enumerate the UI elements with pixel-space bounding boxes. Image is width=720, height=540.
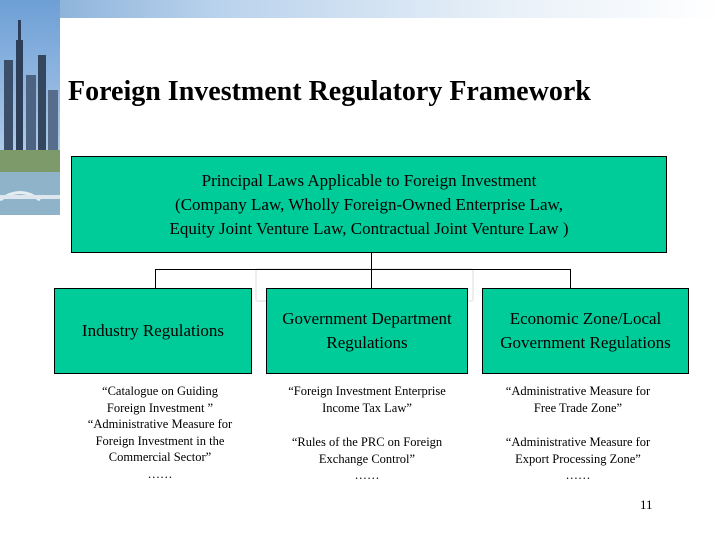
principal-laws-line: Principal Laws Applicable to Foreign Inv… <box>201 170 537 190</box>
example-line: Foreign Investment in the <box>95 433 225 448</box>
principal-laws-line: Equity Joint Venture Law, Contractual Jo… <box>169 218 569 238</box>
example-line: “Rules of the PRC on Foreign <box>291 435 443 449</box>
example-line: Income Tax Law” <box>322 400 412 415</box>
principal-laws-box: Principal Laws Applicable to Foreign Inv… <box>71 156 667 253</box>
example-line: “Catalogue on Guiding <box>102 384 218 398</box>
example-line: “Administrative Measure for <box>505 384 651 398</box>
example-line: “Foreign Investment Enterprise <box>288 384 446 398</box>
slide-title: Foreign Investment Regulatory Framework <box>68 76 591 107</box>
category-label: Industry Regulations <box>81 321 225 340</box>
category-label: Economic Zone/Local <box>509 309 662 328</box>
principal-laws-line: (Company Law, Wholly Foreign-Owned Enter… <box>175 194 563 214</box>
city-skyline-image <box>0 0 60 215</box>
connector-stem <box>371 253 372 269</box>
economic-zone-box: Economic Zone/Local Government Regulatio… <box>482 288 689 374</box>
economic-zone-examples: “Administrative Measure for Free Trade Z… <box>478 383 678 484</box>
example-line: “Administrative Measure for <box>87 417 233 431</box>
industry-examples: “Catalogue on Guiding Foreign Investment… <box>60 383 260 482</box>
page-number: 11 <box>640 497 653 512</box>
connector-horizontal <box>155 269 571 270</box>
example-line: Exchange Control” <box>318 451 416 466</box>
example-spacer <box>266 416 468 434</box>
example-ellipsis: …… <box>354 468 380 482</box>
example-ellipsis: …… <box>147 466 173 481</box>
example-ellipsis: …… <box>565 468 591 482</box>
government-department-box: Government Department Regulations <box>266 288 468 374</box>
example-line: Foreign Investment ” <box>106 400 214 415</box>
connector-right <box>570 269 571 288</box>
example-line: Free Trade Zone” <box>533 400 623 415</box>
example-line: Commercial Sector” <box>108 450 212 464</box>
industry-regulations-box: Industry Regulations <box>54 288 252 374</box>
category-label: Regulations <box>326 333 408 352</box>
example-spacer <box>478 416 678 434</box>
category-label: Government Regulations <box>500 333 671 352</box>
government-examples: “Foreign Investment Enterprise Income Ta… <box>266 383 468 484</box>
example-line: Export Processing Zone” <box>515 451 641 466</box>
category-label: Government Department <box>282 309 452 328</box>
header-band <box>0 0 720 18</box>
example-line: “Administrative Measure for <box>505 435 651 449</box>
connector-left <box>155 269 156 288</box>
connector-middle <box>371 269 372 288</box>
